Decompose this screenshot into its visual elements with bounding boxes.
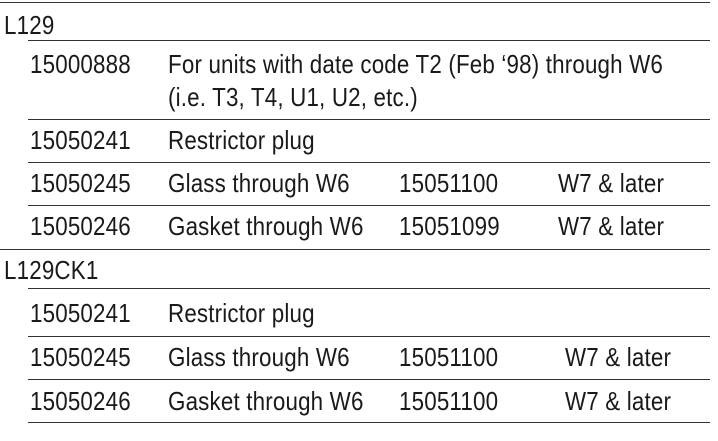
- part-number: 15050241: [30, 125, 131, 155]
- part-description: Restrictor plug: [168, 298, 315, 328]
- row-rule: [28, 205, 710, 206]
- section-code-l129ck1: L129CK1: [4, 255, 99, 285]
- alt-part-description: W7 & later: [558, 211, 665, 241]
- alt-part-description: W7 & later: [558, 168, 665, 198]
- row-rule: [28, 336, 710, 337]
- part-description-continued: (i.e. T3, T4, U1, U2, etc.): [168, 82, 418, 112]
- part-number: 15050241: [30, 298, 131, 328]
- alt-part-number: 15051099: [399, 211, 500, 241]
- part-description: Glass through W6: [168, 342, 350, 372]
- alt-part-number: 15051100: [399, 342, 499, 372]
- section-code-l129: L129: [4, 10, 55, 40]
- part-number: 15050245: [30, 342, 131, 372]
- part-number: 15050246: [30, 211, 131, 241]
- alt-part-description: W7 & later: [565, 386, 672, 416]
- part-number: 15050245: [30, 168, 131, 198]
- row-rule: [28, 119, 710, 120]
- alt-part-number: 15051100: [399, 168, 499, 198]
- part-number: 15050246: [30, 386, 131, 416]
- row-rule: [28, 379, 710, 380]
- alt-part-description: W7 & later: [565, 342, 672, 372]
- section-l129ck1-bottom-rule: [28, 422, 710, 423]
- section-l129-header-rule: [28, 40, 710, 41]
- part-number: 15000888: [30, 49, 131, 79]
- section-l129-top-rule: [0, 2, 710, 3]
- part-description: Gasket through W6: [168, 386, 364, 416]
- part-description: Gasket through W6: [168, 211, 364, 241]
- part-description: Restrictor plug: [168, 125, 315, 155]
- section-l129ck1-header-rule: [28, 288, 710, 289]
- row-rule: [28, 162, 710, 163]
- section-l129ck1-top-rule: [0, 249, 710, 250]
- part-description: For units with date code T2 (Feb ‘98) th…: [168, 49, 664, 79]
- alt-part-number: 15051100: [399, 386, 499, 416]
- part-description: Glass through W6: [168, 168, 350, 198]
